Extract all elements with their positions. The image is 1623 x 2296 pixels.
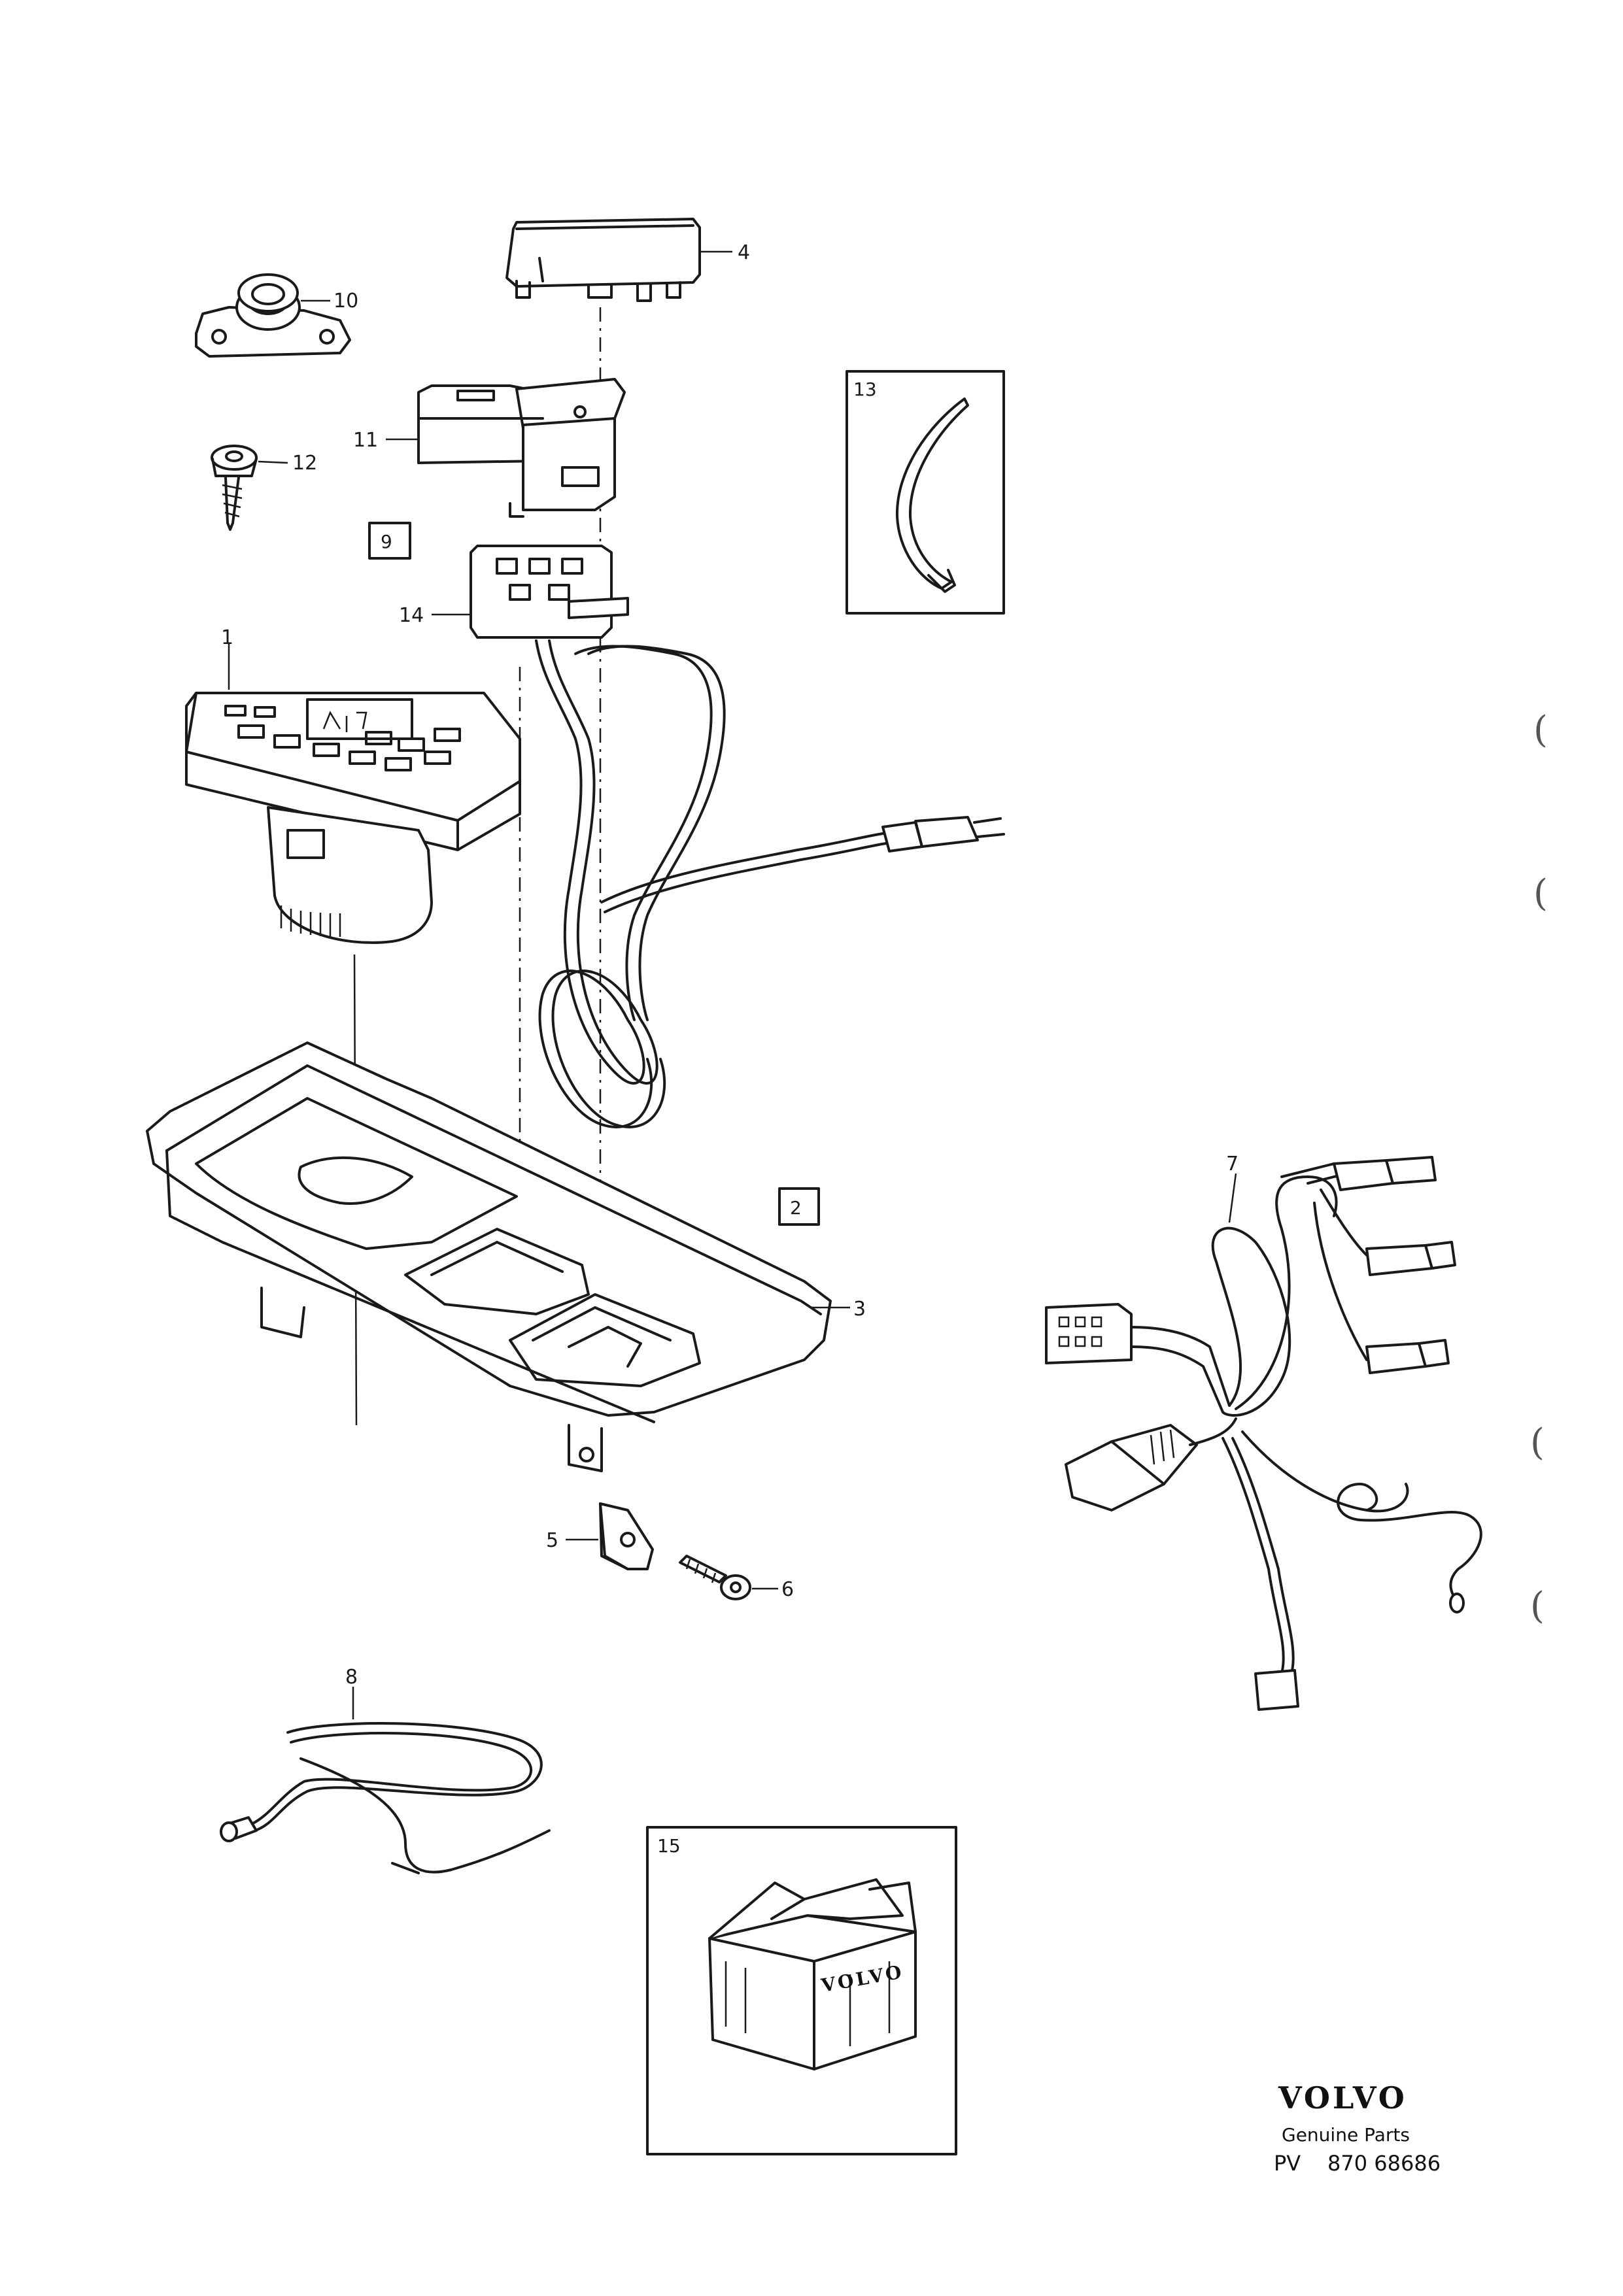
part-11-switch <box>386 378 626 518</box>
callout-1: 1 <box>221 626 233 649</box>
binding-marks: ( ( ( ( <box>1530 709 1548 1627</box>
callout-2: 2 <box>790 1197 802 1219</box>
part-10-sensor <box>195 273 351 358</box>
callout-15: 15 <box>657 1835 681 1857</box>
callout-13: 13 <box>853 379 877 400</box>
box-2 <box>778 1187 820 1226</box>
part-6-screw <box>679 1555 778 1600</box>
callout-4: 4 <box>738 241 750 264</box>
part-1-control-panel <box>185 644 521 944</box>
pv-prefix: PV <box>1274 2151 1301 2176</box>
wiring-harness <box>535 639 1005 1128</box>
callout-3: 3 <box>853 1298 866 1321</box>
callout-14: 14 <box>399 604 424 627</box>
part-5-clip <box>566 1502 654 1570</box>
callout-11: 11 <box>353 429 378 452</box>
part-12-screw <box>211 445 288 531</box>
callout-12: 12 <box>292 452 317 475</box>
part-8-cable <box>220 1687 551 1874</box>
box-15: VOLVO <box>646 1826 957 2155</box>
part-4-control-module <box>505 218 732 302</box>
pv-number: 870 68686 <box>1327 2151 1441 2176</box>
volvo-logo-text: VOLVO <box>1278 2080 1407 2116</box>
part-14-connector <box>432 545 629 639</box>
binding-mark: ( <box>1530 1421 1545 1464</box>
box-13 <box>846 370 1005 615</box>
callout-9: 9 <box>381 531 392 552</box>
binding-mark: ( <box>1533 872 1548 915</box>
part-7-harness <box>1045 1156 1482 1711</box>
box-9 <box>368 522 411 560</box>
footer-brand: VOLVO Genuine Parts PV 870 68686 <box>1274 2080 1441 2176</box>
binding-mark: ( <box>1530 1585 1545 1627</box>
callout-7: 7 <box>1226 1153 1239 1175</box>
genuine-parts-text: Genuine Parts <box>1282 2124 1410 2146</box>
callout-8: 8 <box>345 1666 358 1689</box>
callout-5: 5 <box>546 1529 558 1552</box>
binding-mark: ( <box>1533 709 1548 751</box>
callout-10: 10 <box>333 290 358 312</box>
part-3-console <box>146 1041 850 1472</box>
callout-6: 6 <box>781 1578 794 1601</box>
